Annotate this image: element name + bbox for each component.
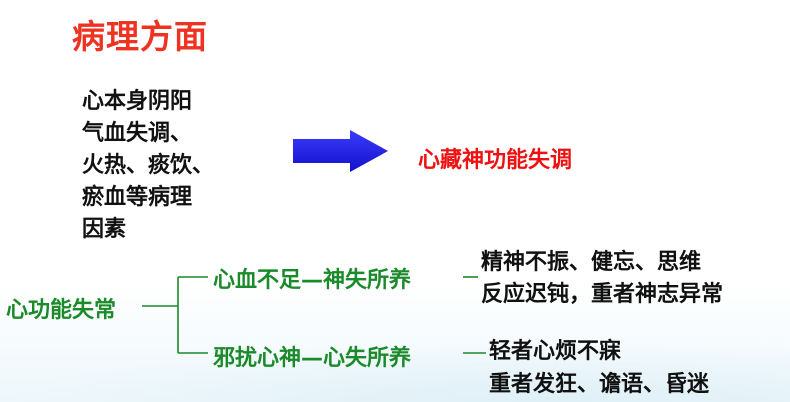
upper-effect-line: 精神不振、健忘、思维 (481, 250, 702, 275)
right-arrow-icon (293, 130, 388, 172)
cause-line: 瘀血等病理 (82, 185, 193, 210)
root-node: 心功能失常 (6, 298, 117, 323)
branch-lower-label: 邪扰心神—心失所养 (213, 346, 412, 371)
result-text: 心藏神功能失调 (418, 148, 573, 173)
background-decoration (0, 342, 790, 402)
lower-effect-line: 轻者心烦不寐 (489, 339, 622, 364)
cause-line: 气血失调、 (82, 121, 193, 146)
cause-list: 心本身阴阳 气血失调、 火热、痰饮、 瘀血等病理 因素 (82, 86, 214, 246)
cause-line: 火热、痰饮、 (82, 153, 215, 178)
upper-effect-line: 反应迟钝，重者神志异常 (481, 282, 724, 307)
branch-upper-label: 心血不足—神失所养 (213, 268, 412, 293)
page-title: 病理方面 (72, 17, 208, 56)
cause-line: 因素 (82, 217, 127, 242)
lower-effect-line: 重者发狂、谵语、昏迷 (489, 372, 710, 397)
cause-line: 心本身阴阳 (82, 89, 193, 114)
